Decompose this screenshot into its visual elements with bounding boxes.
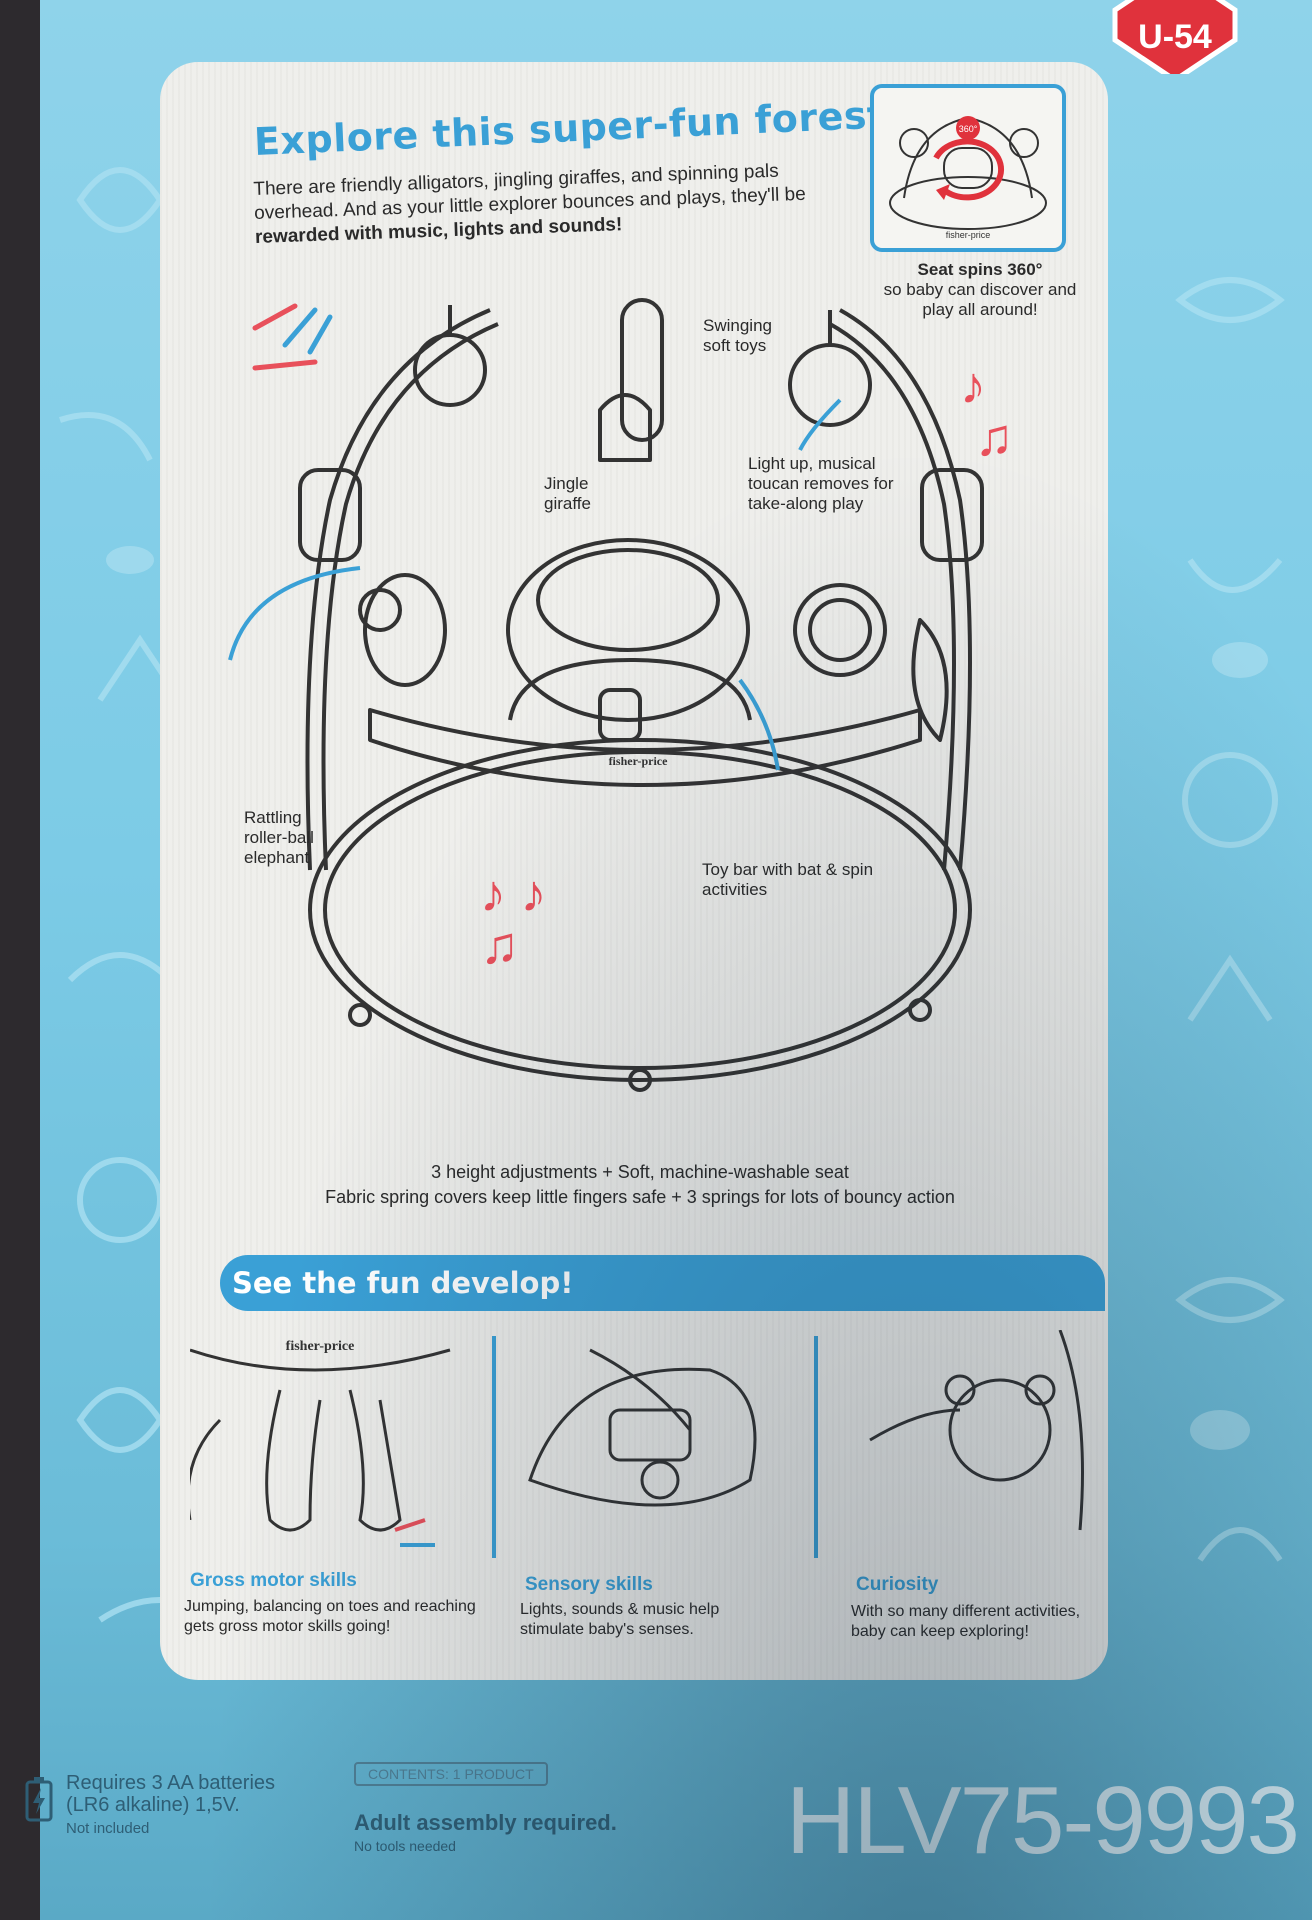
features-line-1: 3 height adjustments + Soft, machine-was… bbox=[431, 1162, 849, 1182]
develop-banner bbox=[220, 1255, 1105, 1311]
inset-brand: fisher-price bbox=[946, 230, 991, 240]
spin-inset: 360° fisher-price bbox=[870, 84, 1066, 252]
assembly-text: Adult assembly required. bbox=[354, 1810, 617, 1835]
skills-illustrations: fisher-price bbox=[190, 1330, 1084, 1547]
tools-text: No tools needed bbox=[354, 1838, 456, 1854]
hexagon-badge-icon bbox=[1112, 0, 1238, 74]
inset-360-label: 360° bbox=[959, 124, 978, 134]
skill-desc-gross-motor: Jumping, balancing on toes and reaching … bbox=[184, 1598, 476, 1635]
skills-divider-1 bbox=[492, 1336, 496, 1558]
callout-toucan: Light up, musical toucan removes for tak… bbox=[748, 454, 894, 513]
jumperoo-illustration: fisher-price bbox=[228, 298, 984, 1092]
features-text: 3 height adjustments + Soft, machine-was… bbox=[240, 1160, 1040, 1210]
features-line-2: Fabric spring covers keep little fingers… bbox=[325, 1187, 955, 1207]
spin-desc: so baby can discover and play all around… bbox=[883, 280, 1077, 319]
develop-title: See the fun develop! bbox=[232, 1266, 574, 1300]
skill-desc-curiosity: With so many different activities, baby … bbox=[851, 1603, 1081, 1640]
battery-text: Requires 3 AA batteries (LR6 alkaline) 1… bbox=[66, 1772, 276, 1816]
skills-divider-2 bbox=[814, 1336, 818, 1558]
leaf-pattern bbox=[59, 167, 1285, 1623]
callout-elephant: Rattling roller-ball elephant bbox=[244, 808, 314, 867]
product-code: HLV75-9993 bbox=[786, 1767, 1300, 1874]
skill-title-curiosity: Curiosity bbox=[856, 1574, 939, 1595]
battery-info: Requires 3 AA batteries (LR6 alkaline) 1… bbox=[66, 1772, 306, 1840]
skills-brand: fisher-price bbox=[286, 1339, 355, 1354]
spin-title: Seat spins 360° bbox=[917, 260, 1043, 279]
skill-title-gross-motor: Gross motor skills bbox=[190, 1570, 357, 1591]
tray-brand: fisher-price bbox=[609, 754, 669, 768]
callout-giraffe: Jingle giraffe bbox=[544, 474, 591, 513]
badge-label: U-54 bbox=[1138, 18, 1212, 56]
music-note-icon-lower: ♪ ♪♫ bbox=[480, 865, 547, 975]
battery-icon bbox=[25, 1777, 53, 1822]
skill-title-sensory: Sensory skills bbox=[525, 1574, 653, 1595]
spin-caption: Seat spins 360° so baby can discover and… bbox=[880, 260, 1080, 320]
skill-desc-sensory: Lights, sounds & music help stimulate ba… bbox=[520, 1601, 720, 1638]
music-note-icon: ♪ ♫ bbox=[960, 357, 1014, 467]
spin-illustration: 360° fisher-price bbox=[889, 116, 1047, 240]
contents-label: CONTENTS: 1 PRODUCT bbox=[354, 1762, 548, 1786]
callout-toybar: Toy bar with bat & spin activities bbox=[702, 860, 874, 899]
callout-swinging: Swinging soft toys bbox=[703, 316, 772, 355]
battery-note: Not included bbox=[66, 1820, 150, 1837]
